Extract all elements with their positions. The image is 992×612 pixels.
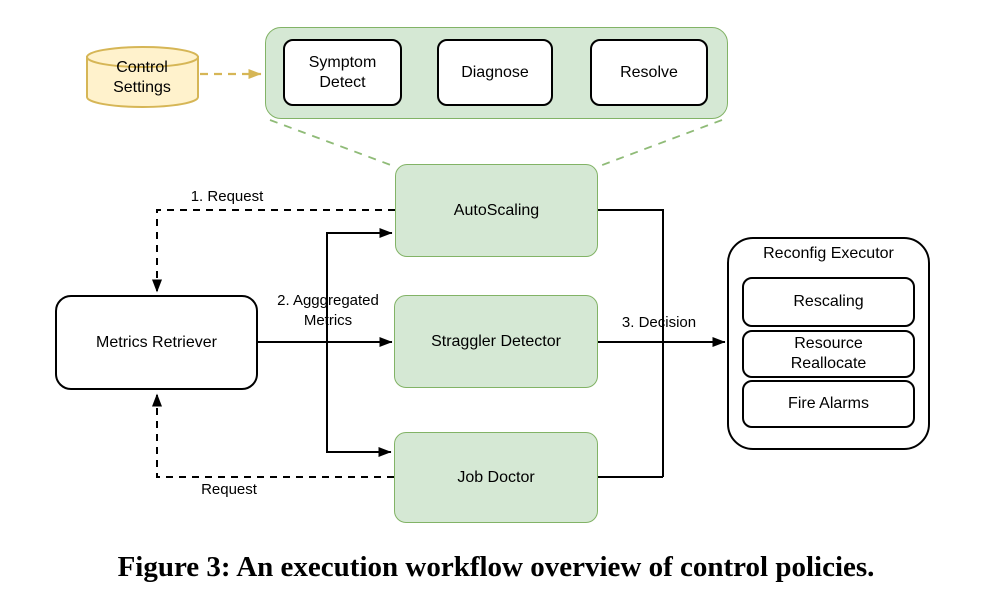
straggler-detector-node: Straggler Detector [394, 295, 598, 388]
expansion-line-left [269, 119, 397, 168]
job-doctor-label: Job Doctor [457, 468, 535, 486]
fire-alarms-label: Fire Alarms [788, 395, 869, 412]
reconfig-executor-title: Reconfig Executor [763, 245, 894, 262]
edge-metrics-to-jobdoctor [326, 342, 392, 457]
edge-label-request-1: 1. Request [190, 188, 264, 205]
expansion-line-right [596, 119, 723, 168]
symptom-detect-node: Symptom Detect [283, 39, 402, 106]
metrics-retriever-node: Metrics Retriever [55, 295, 258, 390]
rescaling-node: Rescaling [742, 277, 915, 327]
control-settings-node: Control Settings [92, 54, 192, 102]
edge-label-aggregated-metrics: 2. Agggregated Metrics [277, 292, 379, 329]
edge-request-autoscaling [152, 209, 395, 293]
edge-request-jobdoctor [152, 393, 394, 478]
straggler-detector-label: Straggler Detector [431, 332, 561, 350]
figure-caption: Figure 3: An execution workflow overview… [117, 551, 875, 583]
edge-label-decision: 3. Decision [621, 314, 697, 331]
resolve-node: Resolve [590, 39, 708, 106]
control-settings-label: Control Settings [113, 59, 171, 96]
fire-alarms-node: Fire Alarms [742, 380, 915, 428]
edge-metrics-to-autoscaling [326, 228, 393, 342]
edge-label-request-2: Request [201, 481, 257, 498]
metrics-retriever-label: Metrics Retriever [96, 333, 217, 351]
resolve-label: Resolve [620, 63, 678, 81]
control-settings-cylinder [86, 46, 199, 108]
diagnose-label: Diagnose [461, 63, 529, 81]
rescaling-label: Rescaling [793, 293, 864, 310]
resource-reallocate-node: Resource Reallocate [742, 330, 915, 378]
symptom-detect-label: Symptom Detect [308, 53, 377, 91]
edge-autoscaling-merge [598, 209, 664, 477]
job-doctor-node: Job Doctor [394, 432, 598, 523]
autoscaling-node: AutoScaling [395, 164, 598, 257]
autoscaling-label: AutoScaling [453, 201, 540, 219]
diagnose-node: Diagnose [437, 39, 553, 106]
resource-reallocate-label: Resource Reallocate [790, 335, 867, 372]
